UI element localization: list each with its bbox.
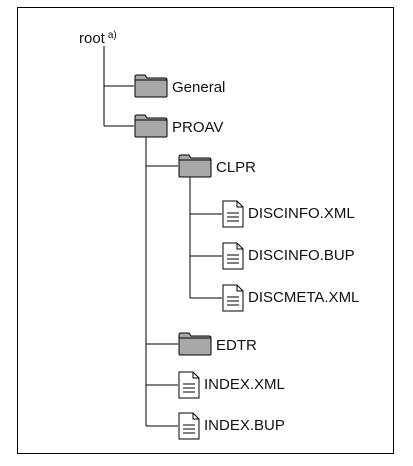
- folder-icon: [134, 74, 168, 98]
- file-icon: [178, 412, 200, 440]
- folder-icon: [178, 332, 212, 356]
- folder-label-proav: PROAV: [172, 119, 224, 136]
- diagram-frame: [17, 7, 394, 454]
- root-footnote-marker: a): [107, 30, 117, 41]
- folder-label-edtr: EDTR: [216, 337, 257, 354]
- root-name: root: [79, 30, 105, 47]
- file-icon: [222, 242, 244, 270]
- file-label-discinfo-xml: DISCINFO.XML: [248, 205, 355, 222]
- folder-icon: [134, 114, 168, 138]
- folder-label-clpr: CLPR: [216, 159, 257, 176]
- file-label-index-bup: INDEX.BUP: [204, 417, 285, 434]
- file-label-index-xml: INDEX.XML: [204, 376, 285, 393]
- file-label-discmeta-xml: DISCMETA.XML: [248, 289, 360, 306]
- folder-label-general: General: [172, 79, 226, 96]
- file-label-discinfo-bup: DISCINFO.BUP: [248, 247, 355, 264]
- file-icon: [222, 284, 244, 312]
- file-icon: [222, 200, 244, 228]
- file-icon: [178, 371, 200, 399]
- folder-icon: [178, 154, 212, 178]
